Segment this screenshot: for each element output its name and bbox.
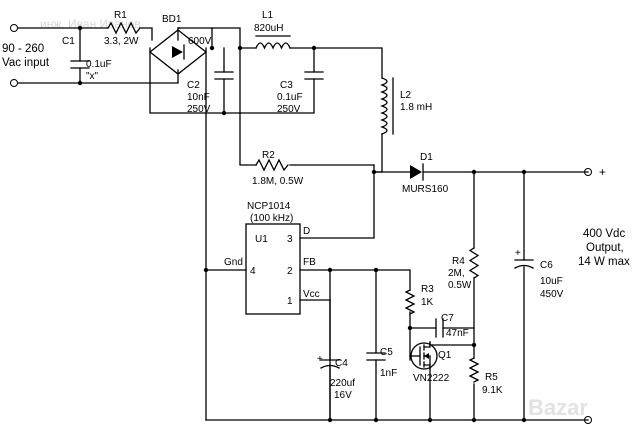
resistor-r3[interactable]: R3 1K [404,284,434,315]
r5-value: 9.1K [482,385,503,396]
bd1-ref: BD1 [162,14,182,25]
u1-pin2: 2 [287,266,293,277]
output-plus-sign: + [599,167,606,179]
capacitor-c3[interactable]: C3 0.1uF 250V [277,71,324,115]
l2-ref: L2 [400,90,412,101]
c5-ref: C5 [380,347,393,358]
c7-value: 47nF [446,328,469,339]
output-terminal-positive[interactable] [584,168,592,176]
c5-value: 1nF [380,368,397,379]
c7-ref: C7 [441,313,454,324]
r4-rating: 0.5W [448,280,472,291]
c2-value: 10nF [187,92,210,103]
c2-rating: 250V [187,104,211,115]
capacitor-c7[interactable]: C7 47nF [435,313,469,339]
bridge-rectifier-bd1[interactable]: BD1 600V [148,14,212,75]
r3-value: 1K [421,297,434,308]
output-label: Output, [586,242,624,254]
l1-value: 820uH [254,23,283,34]
c1-value: 0.1uF [86,59,112,70]
c1-note: "x" [86,71,99,82]
l1-ref: L1 [262,10,274,21]
inductor-l1[interactable]: L1 820uH [254,10,291,50]
c3-rating: 250V [277,104,301,115]
u1-vcc-label: Vcc [303,289,320,300]
output-terminal-negative[interactable] [584,416,592,424]
u1-gnd-label: Gnd [224,257,243,268]
inductor-l2[interactable]: L2 1.8 mH [380,77,432,135]
c6-value: 10uF [540,276,563,287]
c6-ref: C6 [540,260,553,271]
resistor-r1[interactable]: R1 3.3, 2W [104,10,141,47]
u1-pin1: 1 [287,296,293,307]
input-label: Vac input [2,57,50,69]
mosfet-q1[interactable]: Q1 VN2222 [410,341,452,384]
c4-plus: + [317,354,323,365]
r4-ref: R4 [452,256,465,267]
c6-plus: + [515,248,521,259]
u1-pin3: 3 [287,234,293,245]
l2-value: 1.8 mH [400,102,432,113]
u1-d-label: D [303,226,310,237]
input-terminal-top[interactable] [10,24,18,32]
watermark-site: Bazar [528,395,588,420]
wires [17,27,589,421]
capacitor-c5[interactable]: C5 1nF [366,347,397,379]
resistor-r2[interactable]: R2 1.8M, 0.5W [252,150,304,187]
u1-pin4: 4 [250,266,256,277]
resistor-r4[interactable]: R4 2M, 0.5W [448,247,480,291]
junctions [77,25,527,423]
c4-rating: 16V [334,390,352,401]
q1-value: VN2222 [413,373,450,384]
r1-ref: R1 [114,10,127,21]
c3-ref: C3 [280,80,293,91]
r2-ref: R2 [262,150,275,161]
r1-value: 3.3, 2W [104,36,139,47]
c1-ref: C1 [62,36,75,47]
r5-ref: R5 [485,372,498,383]
diode-d1[interactable]: D1 MURS160 [402,152,449,195]
capacitor-c1[interactable]: C1 0.1uF "x" [62,36,112,82]
d1-ref: D1 [420,152,433,163]
input-voltage: 90 - 260 [2,43,44,55]
u1-ref: U1 [255,234,268,245]
u1-part: NCP1014 [247,201,291,212]
c4-value: 220uf [330,378,355,389]
r4-value: 2M, [448,268,465,279]
output-voltage: 400 Vdc [583,228,625,240]
c6-rating: 450V [540,289,564,300]
c2-ref: C2 [187,80,200,91]
ic-u1-ncp1014[interactable]: NCP1014 (100 kHz) U1 Gnd 4 2 FB 3 D 1 Vc… [224,201,320,315]
u1-fb-label: FB [303,257,316,268]
r2-value: 1.8M, 0.5W [252,176,304,187]
capacitor-c2[interactable]: C2 10nF 250V [187,71,234,115]
capacitor-c6[interactable]: + C6 10uF 450V [514,248,564,300]
c4-ref: C4 [335,358,348,369]
bd1-value: 600V [188,36,212,47]
q1-ref: Q1 [438,350,452,361]
resistor-r5[interactable]: R5 9.1K [468,357,503,396]
d1-value: MURS160 [402,184,449,195]
input-terminal-bottom[interactable] [10,79,18,87]
output-power: 14 W max [578,256,630,268]
r3-ref: R3 [421,284,434,295]
c3-value: 0.1uF [277,92,303,103]
capacitor-c4[interactable]: + C4 220uf 16V [317,299,355,421]
u1-freq: (100 kHz) [250,213,293,224]
